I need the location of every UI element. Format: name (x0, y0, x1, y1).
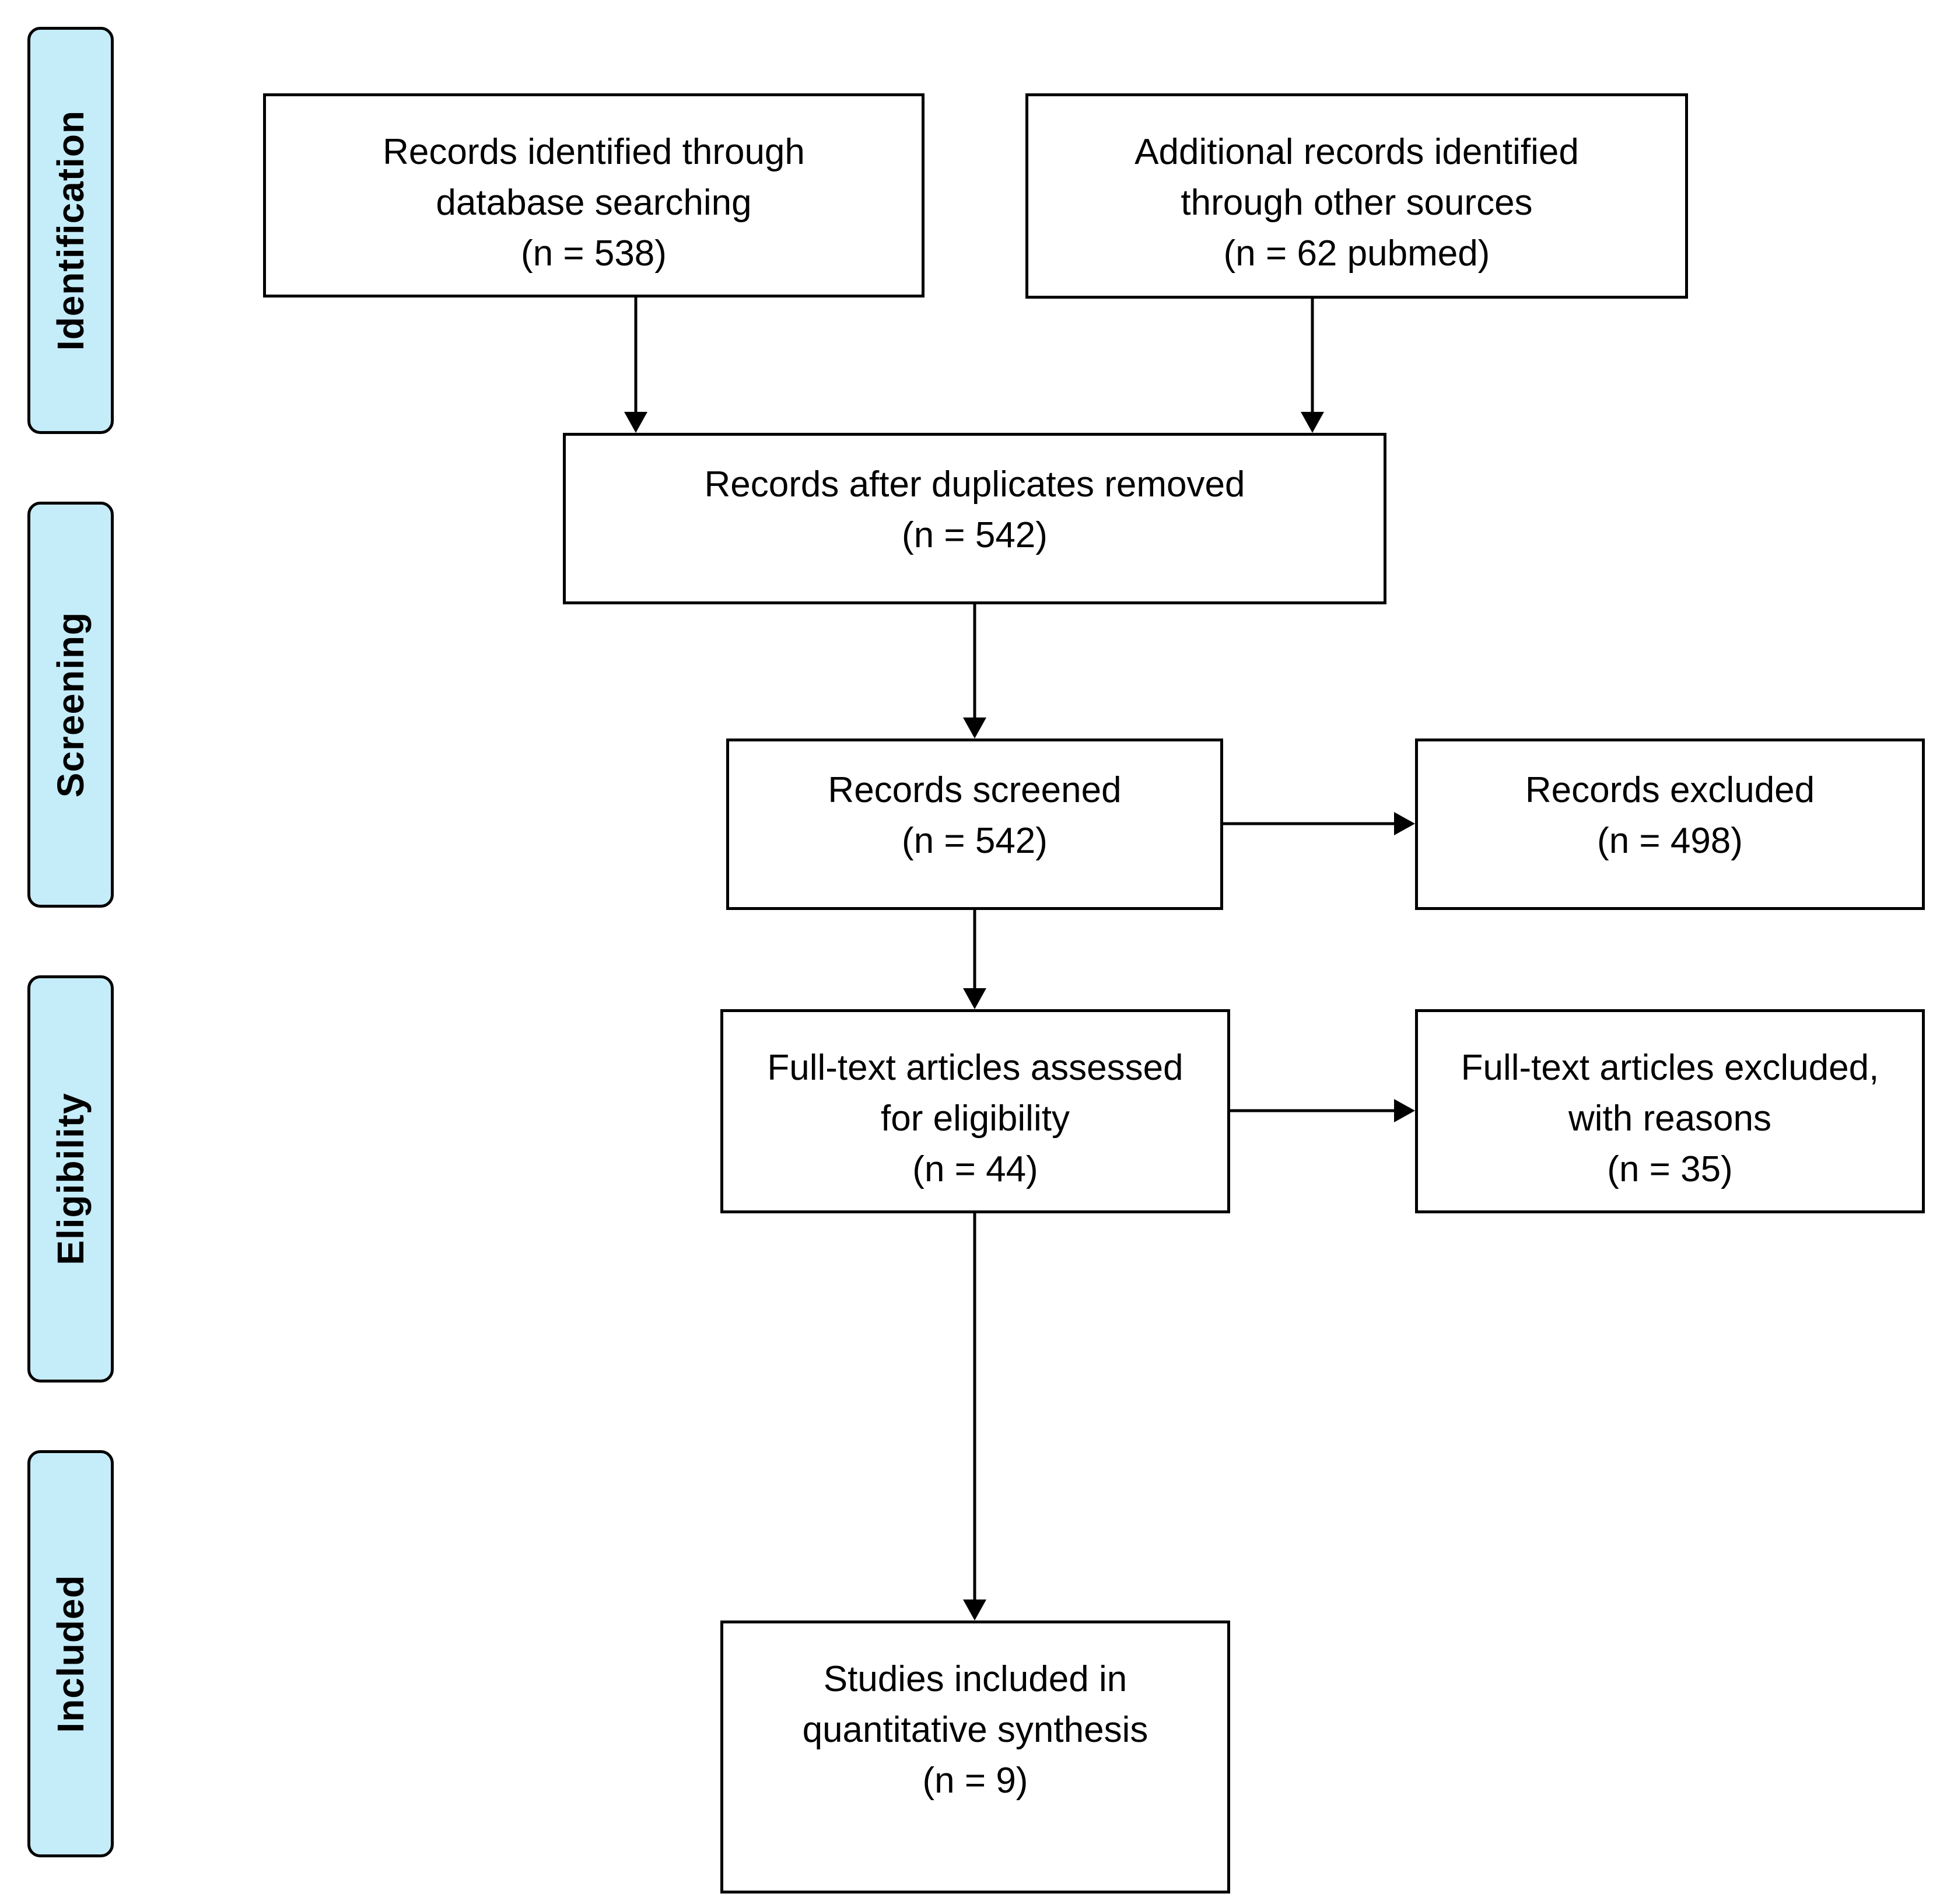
phase-included-label: Included (50, 1574, 92, 1733)
box-count: (n = 542) (902, 515, 1048, 555)
box-text: Studies included in (823, 1659, 1127, 1699)
box-text: Records after duplicates removed (704, 464, 1245, 505)
phase-identification-label: Identification (50, 110, 92, 351)
box-text: Records excluded (1525, 770, 1815, 810)
box-text: Full-text articles assessed (767, 1048, 1183, 1088)
box-records-other-sources: Additional records identified through ot… (1025, 93, 1688, 299)
box-text: database searching (436, 183, 752, 223)
box-records-excluded: Records excluded (n = 498) (1415, 738, 1925, 910)
box-records-screened: Records screened (n = 542) (726, 738, 1223, 910)
arrowhead-other-to-dedup (1301, 412, 1324, 433)
box-records-database-search: Records identified through database sear… (263, 93, 925, 298)
box-text: with reasons (1568, 1098, 1772, 1139)
box-count: (n = 542) (902, 821, 1048, 861)
phase-eligibility: Eligibility (27, 975, 114, 1382)
box-text: Additional records identified (1134, 132, 1579, 172)
box-text: Records identified through (383, 132, 805, 172)
box-count: (n = 62 pubmed) (1223, 233, 1490, 274)
arrowhead-fulltext-to-included (963, 1600, 986, 1620)
box-fulltext-assessed: Full-text articles assessed for eligibil… (720, 1009, 1230, 1213)
box-count: (n = 44) (912, 1149, 1038, 1189)
arrowhead-screened-to-fulltext (963, 988, 986, 1009)
phase-screening-label: Screening (50, 611, 92, 798)
box-studies-included: Studies included in quantitative synthes… (720, 1620, 1230, 1894)
arrowhead-screened-to-excluded (1394, 812, 1415, 835)
box-records-after-duplicates: Records after duplicates removed (n = 54… (563, 433, 1386, 604)
box-text: Records screened (828, 770, 1122, 810)
phase-identification: Identification (27, 27, 114, 434)
box-count: (n = 498) (1597, 821, 1743, 861)
phase-included: Included (27, 1450, 114, 1857)
arrowhead-fulltext-to-excluded (1394, 1099, 1415, 1122)
box-count: (n = 9) (922, 1760, 1028, 1801)
box-fulltext-excluded: Full-text articles excluded, with reason… (1415, 1009, 1925, 1213)
arrowhead-dedup-to-screened (963, 718, 986, 738)
phase-eligibility-label: Eligibility (50, 1093, 92, 1265)
phase-screening: Screening (27, 502, 114, 908)
box-count: (n = 538) (521, 233, 667, 274)
box-text: for eligibility (881, 1098, 1070, 1139)
box-count: (n = 35) (1607, 1149, 1733, 1189)
box-text: quantitative synthesis (802, 1710, 1148, 1750)
box-text: Full-text articles excluded, (1461, 1048, 1879, 1088)
arrowhead-database-to-dedup (624, 412, 647, 433)
box-text: through other sources (1181, 183, 1533, 223)
